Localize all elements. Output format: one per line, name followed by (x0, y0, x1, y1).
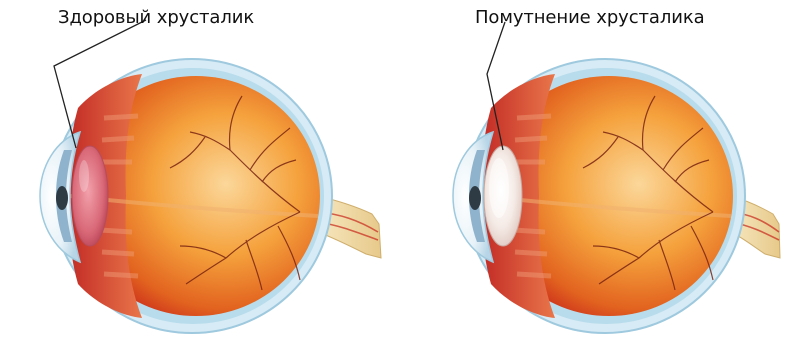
healthy-lens-label: Здоровый хрусталик (58, 7, 254, 29)
cataract-eye-panel: Помутнение хрусталика (393, 0, 786, 352)
pupil (469, 186, 481, 210)
healthy-eye-panel: Здоровый хрусталик (0, 0, 393, 352)
healthy-lens (72, 146, 108, 246)
lens-haze (489, 158, 509, 218)
cataract-eye-illustration (393, 0, 786, 352)
pupil (56, 186, 68, 210)
lens-highlight (79, 160, 89, 192)
healthy-eye-illustration (0, 0, 393, 352)
cataract-lens-label: Помутнение хрусталика (475, 7, 705, 29)
